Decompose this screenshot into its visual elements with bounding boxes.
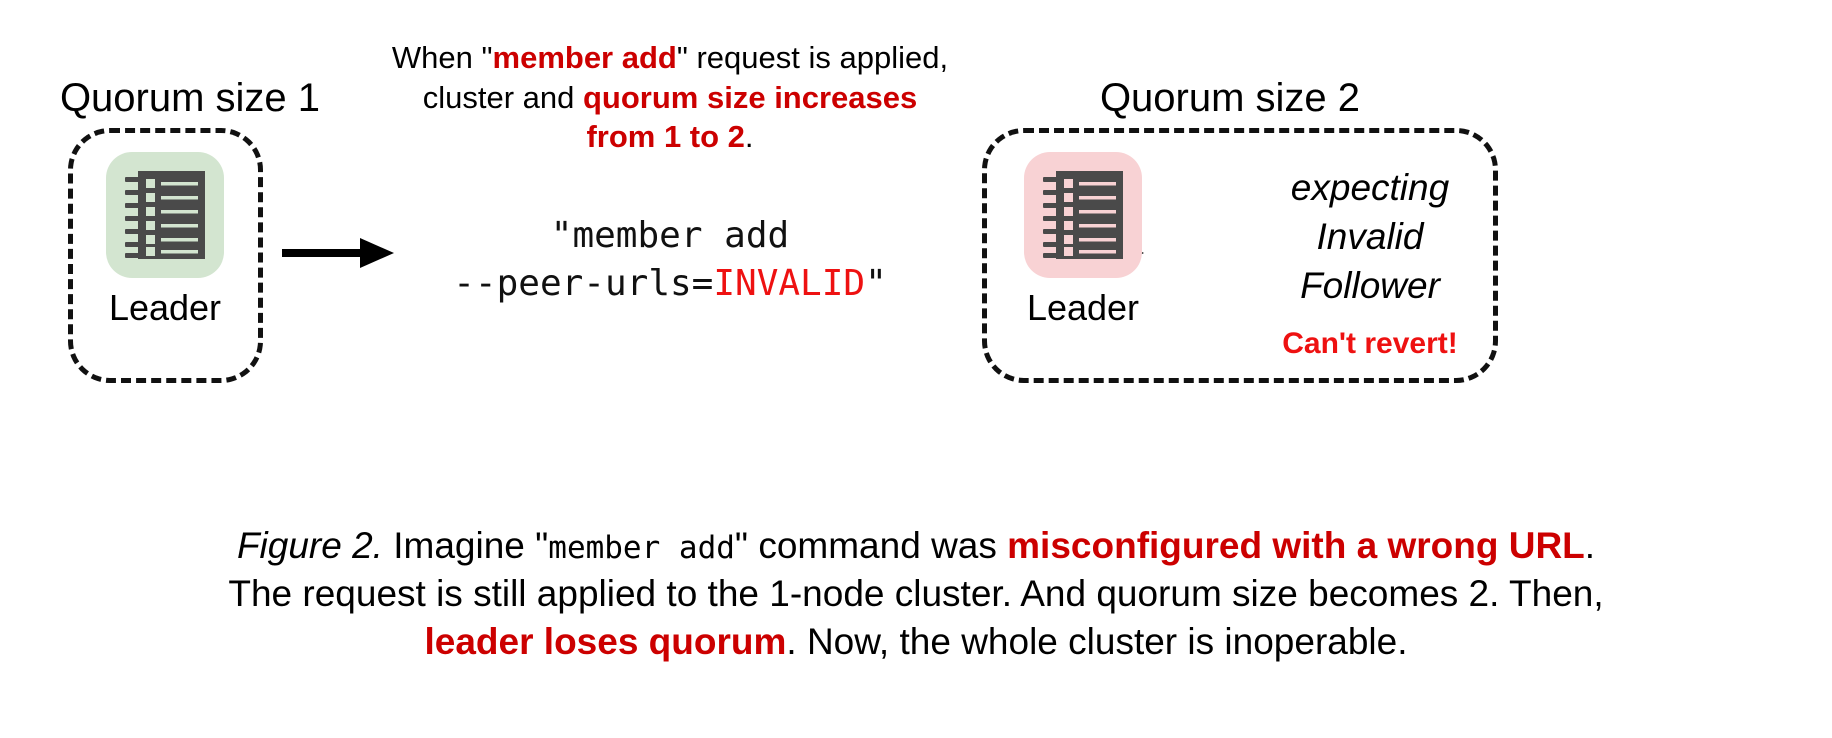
quorum-size-label-left: Quorum size 1: [59, 76, 321, 120]
caption-l1-a: Imagine ": [382, 525, 549, 566]
annotation-l1-post: " request is applied,: [676, 40, 949, 75]
caption-line-1: Figure 2. Imagine "member add" command w…: [50, 522, 1782, 570]
caption-l1-c: .: [1584, 525, 1596, 566]
server-rack-icon: [1043, 171, 1123, 259]
caption-l1-b: " command was: [734, 525, 1008, 566]
status-line-2: Invalid: [1316, 216, 1424, 258]
command-flag: --peer-urls=: [453, 262, 714, 304]
annotation-line-3: from 1 to 2.: [350, 117, 990, 157]
node-role-label-right: Leader: [1026, 287, 1140, 328]
node-left[interactable]: Leader: [99, 152, 231, 326]
annotation-text: When "member add" request is applied, cl…: [350, 38, 990, 157]
figure-caption: Figure 2. Imagine "member add" command w…: [50, 522, 1782, 666]
node-right[interactable]: Leader: [1017, 152, 1149, 326]
caption-l3-rest: . Now, the whole cluster is inoperable.: [786, 621, 1408, 663]
node-icon-tile-right: [1024, 152, 1142, 285]
annotation-l3-highlight: from 1 to 2: [586, 119, 745, 155]
figure-number: Figure 2.: [236, 525, 383, 566]
node-role-label-left: Leader: [108, 287, 222, 328]
command-text: "member add --peer-urls=INVALID": [400, 212, 940, 307]
status-line-3: Follower: [1300, 265, 1440, 307]
annotation-line-2: cluster and quorum size increases: [350, 78, 990, 118]
caption-line-3: leader loses quorum. Now, the whole clus…: [50, 618, 1782, 666]
annotation-l1-highlight: member add: [492, 40, 677, 75]
caption-line-2: The request is still applied to the 1-no…: [228, 573, 1604, 615]
annotation-l3-post: .: [744, 119, 754, 155]
cant-revert-warning: Can't revert!: [1282, 327, 1458, 360]
caption-l3-highlight: leader loses quorum: [424, 621, 787, 663]
annotation-l2-pre: cluster and: [422, 79, 583, 115]
caption-l1-highlight: misconfigured with a wrong URL: [1007, 525, 1585, 566]
command-closing-quote: ": [865, 262, 887, 304]
annotation-l2-highlight: quorum size increases: [583, 79, 918, 115]
cluster-boundary-left: [68, 128, 263, 383]
cluster-boundary-right: [982, 128, 1498, 383]
command-line-1: "member add: [550, 215, 790, 256]
command-line-2: --peer-urls=INVALID": [400, 260, 940, 308]
quorum-size-label-right: Quorum size 2: [1099, 76, 1361, 120]
follower-status-text: expecting Invalid Follower: [1265, 163, 1475, 311]
annotation-line-1: When "member add" request is applied,: [350, 38, 990, 78]
annotation-l1-pre: When ": [391, 40, 493, 75]
node-icon-tile-left: [106, 152, 224, 285]
status-line-1: expecting: [1290, 167, 1450, 208]
command-invalid-value: INVALID: [713, 262, 866, 304]
caption-l1-command: member add: [548, 530, 735, 566]
server-rack-icon: [125, 171, 205, 259]
